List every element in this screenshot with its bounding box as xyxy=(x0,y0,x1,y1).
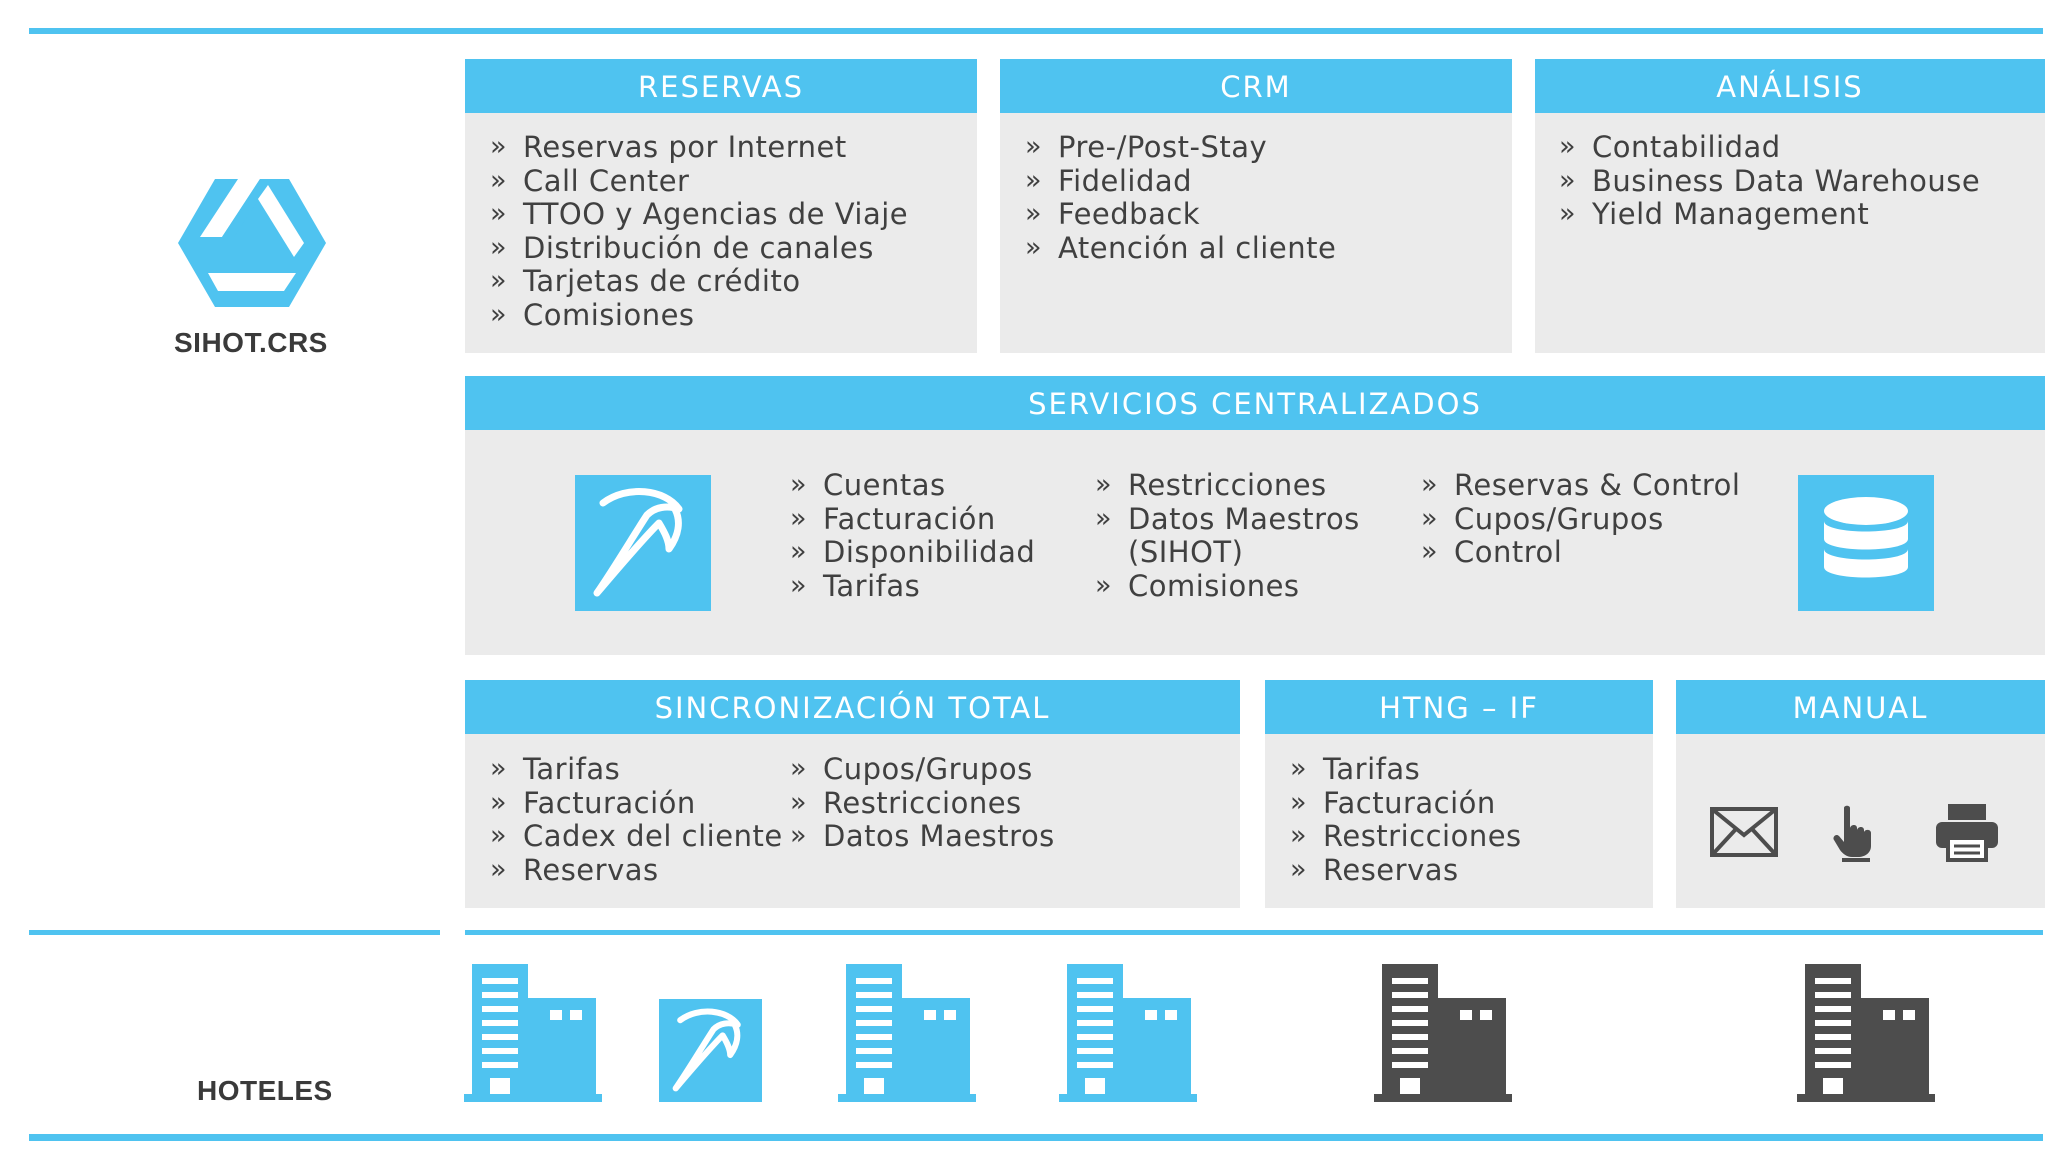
pointer-hand-icon xyxy=(1832,804,1878,862)
list-item: Facturación xyxy=(790,502,1035,537)
list-item: TTOO y Agencias de Viaje xyxy=(490,197,908,232)
list-item: Contabilidad xyxy=(1559,130,1980,165)
reservas-list: Reservas por Internet Call Center TTOO y… xyxy=(490,130,908,333)
list-item: Call Center xyxy=(490,164,908,199)
sihot-swoosh-icon xyxy=(659,999,762,1102)
list-item: Cupos/Grupos xyxy=(790,752,1055,787)
list-item: Reservas xyxy=(490,853,783,888)
sincronizacion-col1: Tarifas Facturación Cadex del cliente Re… xyxy=(490,752,783,888)
list-item: Pre-/Post-Stay xyxy=(1025,130,1336,165)
panel-title: CRM xyxy=(1000,59,1512,113)
list-item: Comisiones xyxy=(490,298,908,333)
list-item: Restricciones xyxy=(1290,819,1522,854)
panel-title: HTNG – IF xyxy=(1265,680,1653,734)
panel-analisis: ANÁLISIS Contabilidad Business Data Ware… xyxy=(1535,59,2045,353)
list-item: Business Data Warehouse xyxy=(1559,164,1980,199)
panel-title: MANUAL xyxy=(1676,680,2045,734)
sihot-swoosh-icon xyxy=(593,488,683,597)
panel-sincronizacion: SINCRONIZACIÓN TOTAL Tarifas Facturación… xyxy=(465,680,1240,908)
list-item: Disponibilidad xyxy=(790,535,1035,570)
htng-list: Tarifas Facturación Restricciones Reserv… xyxy=(1290,752,1522,888)
crm-list: Pre-/Post-Stay Fidelidad Feedback Atenci… xyxy=(1025,130,1336,266)
panel-title: SINCRONIZACIÓN TOTAL xyxy=(465,680,1240,734)
list-item: Tarifas xyxy=(490,752,783,787)
list-item: Yield Management xyxy=(1559,197,1980,232)
analisis-list: Contabilidad Business Data Warehouse Yie… xyxy=(1559,130,1980,232)
list-item: Restricciones xyxy=(1095,468,1360,503)
panel-crm: CRM Pre-/Post-Stay Fidelidad Feedback At… xyxy=(1000,59,1512,353)
building-blue-icon xyxy=(838,964,976,1102)
panel-htng: HTNG – IF Tarifas Facturación Restriccio… xyxy=(1265,680,1653,908)
panel-title: SERVICIOS CENTRALIZADOS xyxy=(465,376,2045,430)
panel-servicios: SERVICIOS CENTRALIZADOS Cuentas Facturac… xyxy=(465,376,2045,655)
printer-icon xyxy=(1934,802,2000,862)
top-rule xyxy=(29,28,2043,34)
servicios-col2: Restricciones Datos Maestros (SIHOT) Com… xyxy=(1095,468,1360,604)
bottom-right-rule xyxy=(465,930,2043,935)
envelope-icon xyxy=(1710,807,1778,857)
brand-name: SIHOT.CRS xyxy=(174,327,328,358)
database-icon xyxy=(1824,497,1908,578)
list-item: Atención al cliente xyxy=(1025,231,1336,266)
list-item: Distribución de canales xyxy=(490,231,908,266)
list-item-continuation: (SIHOT) xyxy=(1128,535,1244,569)
list-item: Reservas & Control xyxy=(1421,468,1740,503)
list-item: Control xyxy=(1421,535,1740,570)
sihot-crs-logo xyxy=(178,177,326,309)
panel-reservas: RESERVAS Reservas por Internet Call Cent… xyxy=(465,59,977,353)
building-blue-icon xyxy=(464,964,602,1102)
footer-rule xyxy=(29,1134,2043,1141)
servicios-col1: Cuentas Facturación Disponibilidad Tarif… xyxy=(790,468,1035,604)
list-item: Tarjetas de crédito xyxy=(490,264,908,299)
building-dark-icon xyxy=(1797,964,1935,1102)
building-dark-icon xyxy=(1374,964,1512,1102)
list-item: Tarifas xyxy=(1290,752,1522,787)
list-item: Comisiones xyxy=(1095,569,1360,604)
sihot-swoosh-tile xyxy=(575,475,711,611)
list-item: Fidelidad xyxy=(1025,164,1336,199)
list-item: Cadex del cliente xyxy=(490,819,783,854)
list-item: Cupos/Grupos xyxy=(1421,502,1740,537)
sincronizacion-col2: Cupos/Grupos Restricciones Datos Maestro… xyxy=(790,752,1055,854)
panel-title: RESERVAS xyxy=(465,59,977,113)
panel-title: ANÁLISIS xyxy=(1535,59,2045,113)
list-item: Cuentas xyxy=(790,468,1035,503)
bottom-left-rule xyxy=(29,930,440,935)
list-item: Facturación xyxy=(1290,786,1522,821)
list-item: Reservas xyxy=(1290,853,1522,888)
building-blue-icon xyxy=(1059,964,1197,1102)
database-tile xyxy=(1798,475,1934,611)
list-item: Tarifas xyxy=(790,569,1035,604)
hoteles-label: HOTELES xyxy=(197,1075,333,1106)
hexagon-logo-icon xyxy=(178,179,326,307)
list-item: Reservas por Internet xyxy=(490,130,908,165)
list-item: Restricciones xyxy=(790,786,1055,821)
list-item: Datos Maestros xyxy=(790,819,1055,854)
list-item: Feedback xyxy=(1025,197,1336,232)
panel-manual: MANUAL xyxy=(1676,680,2045,908)
servicios-col3: Reservas & Control Cupos/Grupos Control xyxy=(1421,468,1740,570)
list-item: Datos Maestros xyxy=(1095,502,1360,537)
list-item: Facturación xyxy=(490,786,783,821)
